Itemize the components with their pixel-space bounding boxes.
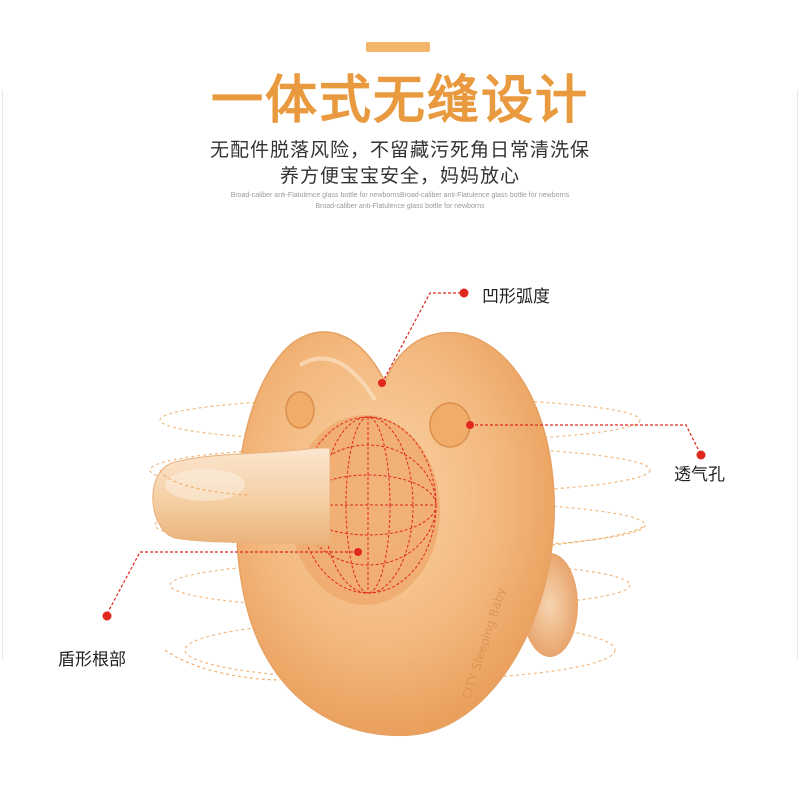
- right-edge-divider: [797, 90, 798, 660]
- vent-hole-right: [429, 402, 471, 448]
- orbit-rings-front: [159, 469, 646, 681]
- callout-dot-concave-target: [378, 379, 386, 387]
- left-edge-divider: [2, 90, 3, 660]
- subtitle-line-1: 无配件脱落风险，不留藏污死角日常清洗保: [209, 139, 590, 161]
- vent-hole-left: [285, 391, 315, 429]
- callout-label-shield: 盾形根部: [58, 650, 126, 670]
- callout-label-vent: 透气孔: [674, 465, 725, 485]
- callout-dot-vent-label: [696, 450, 706, 460]
- callout-dot-vent-target: [466, 421, 474, 429]
- accent-bar: [366, 42, 430, 52]
- callout-label-concave: 凹形弧度: [482, 287, 550, 307]
- callout-guide-shield: [107, 551, 358, 613]
- callout-guide-vent: [470, 424, 701, 454]
- english-caption-1: Broad-caliber anti-Flatulence glass bott…: [230, 192, 570, 199]
- callout-dot-shield-label: [102, 611, 112, 621]
- nipple: [152, 447, 331, 546]
- callout-dot-concave-label: [459, 288, 469, 298]
- subtitle-line-2: 养方便宝宝安全，妈妈放心: [279, 165, 520, 187]
- english-caption-2: Broad-caliber anti-Flatulence glass bott…: [315, 203, 485, 210]
- callout-dot-shield-target: [354, 548, 362, 556]
- page-title: 一体式无缝设计: [210, 71, 589, 131]
- callout-guide-concave: [381, 292, 462, 384]
